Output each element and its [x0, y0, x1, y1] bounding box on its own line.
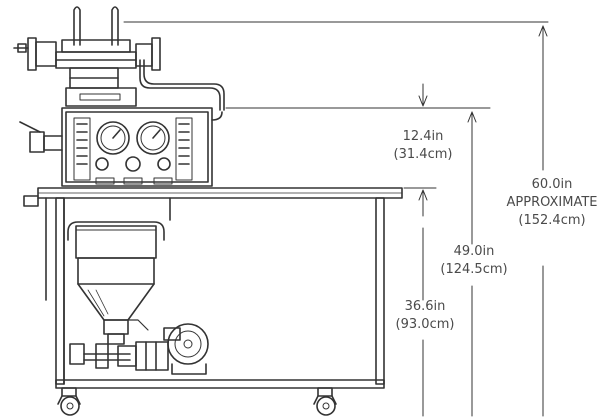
dimension-lines [123, 21, 549, 417]
dimension-metric: (93.0cm) [395, 317, 455, 332]
dimension-label-table-height: 49.0in (124.5cm) [424, 243, 524, 279]
dimension-imperial: 12.4in [402, 129, 444, 144]
dimension-metric: (31.4cm) [393, 147, 453, 162]
dimension-imperial: 49.0in [453, 244, 495, 259]
dimension-metric: (124.5cm) [440, 262, 508, 277]
cart-frame [23, 187, 403, 389]
pump-assembly [69, 319, 209, 375]
dimension-label-cart-height: 36.6in (93.0cm) [380, 298, 470, 334]
right-pressure-gauge [136, 121, 170, 155]
dimension-imperial: 60.0in [531, 177, 573, 192]
caster-wheels [57, 387, 337, 416]
dimension-imperial: 36.6in [404, 299, 446, 314]
pump-motor [167, 323, 209, 365]
top-valve-assembly [13, 6, 225, 111]
control-panel [19, 107, 223, 187]
dimension-label-overall-height: 60.0in APPROXIMATE (152.4cm) [488, 176, 616, 230]
dimension-label-upper-section: 12.4in (31.4cm) [378, 128, 468, 164]
left-pressure-gauge [96, 121, 130, 155]
dimension-metric: (152.4cm) [518, 213, 586, 228]
hopper [67, 221, 165, 345]
dimension-qualifier: APPROXIMATE [506, 195, 598, 210]
